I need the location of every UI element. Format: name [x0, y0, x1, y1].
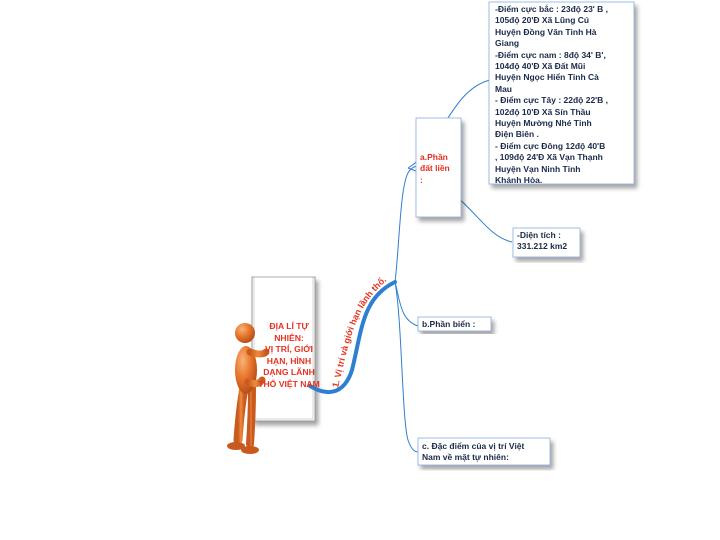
sea-topic-label: b.Phần biển : [422, 319, 492, 330]
extreme-points-text: -Điểm cực bắc : 23độ 23' B , 105độ 20'Đ … [495, 4, 633, 187]
features-topic-label: c. Đặc điểm của vị trí Việt Nam về mặt t… [422, 441, 550, 464]
central-topic-text: ĐỊA LÍ TỰ NHIÊN: VỊ TRÍ, GIỚI HẠN, HÌNH … [258, 321, 320, 391]
area-text: -Diện tích : 331.212 km2 [517, 230, 581, 253]
land-topic-label: a.Phần đất liền : [420, 152, 460, 186]
